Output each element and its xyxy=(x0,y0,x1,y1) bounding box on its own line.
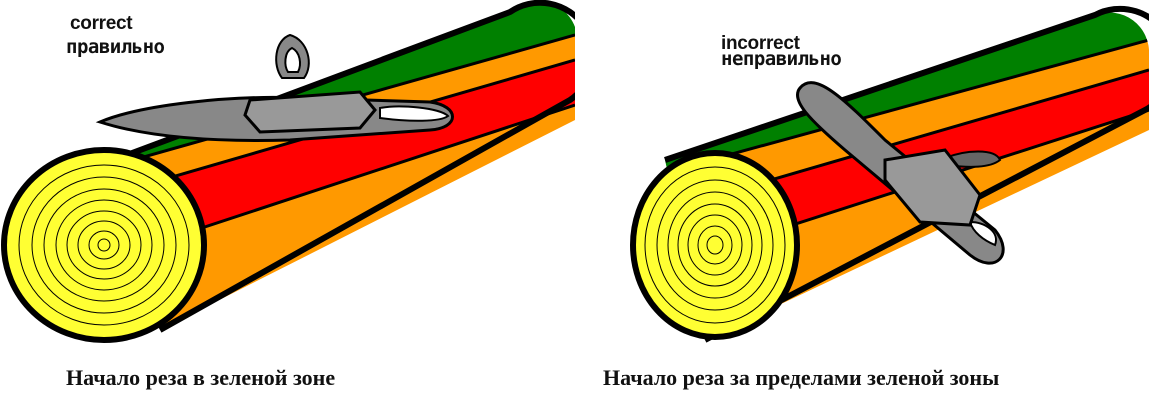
incorrect-caption: Начало реза за пределами зеленой зоны xyxy=(603,367,999,389)
correct-label-ru: правильно xyxy=(66,38,164,57)
incorrect-example-panel: incorrect неправильно Начало реза за пре… xyxy=(575,0,1149,396)
log-end-rings xyxy=(4,150,204,340)
correct-log-diagram xyxy=(0,0,575,396)
incorrect-label-ru: неправильно xyxy=(721,50,841,69)
incorrect-log-diagram xyxy=(575,0,1149,396)
correct-label-en: correct xyxy=(70,14,132,33)
correct-caption: Начало реза в зеленой зоне xyxy=(66,367,335,389)
log-end-rings xyxy=(633,153,797,337)
correct-example-panel: correct правильно Начало реза в зеленой … xyxy=(0,0,575,396)
